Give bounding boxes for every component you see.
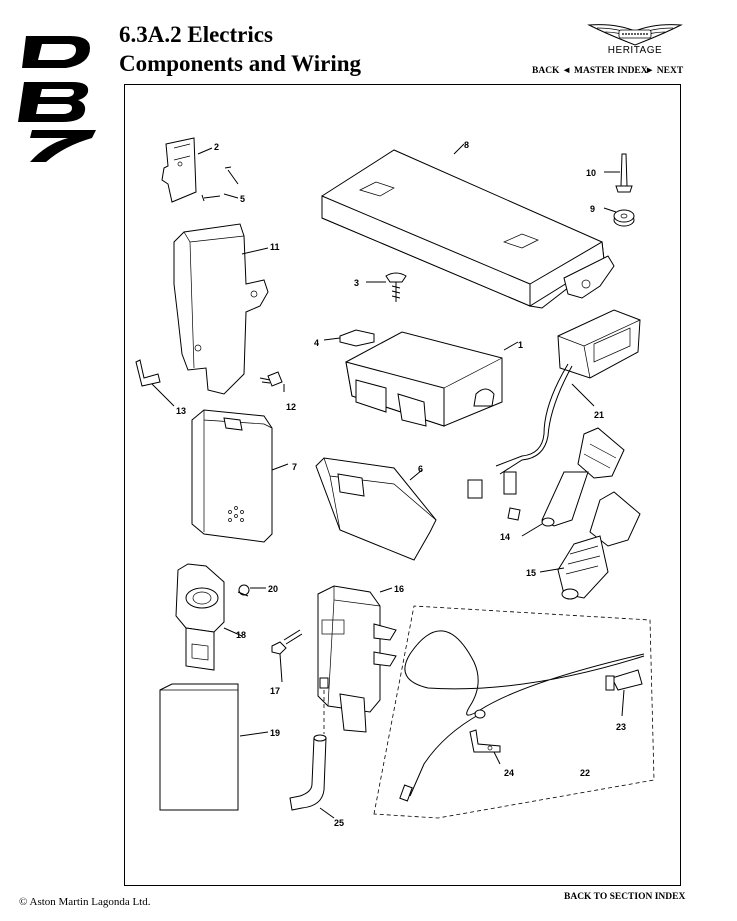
part-8-control-module <box>321 149 615 309</box>
aston-martin-wings-logo <box>587 24 683 46</box>
callout-25: 25 <box>334 818 344 828</box>
callout-17: 17 <box>270 686 280 696</box>
part-20-screw <box>237 584 250 597</box>
db7-logo <box>18 36 96 162</box>
callout-2: 2 <box>214 142 219 152</box>
db7-logo-letters <box>18 36 96 162</box>
part-5-screws <box>201 166 239 202</box>
master-index-link[interactable]: MASTER INDEX <box>574 66 648 76</box>
callout-23: 23 <box>616 722 626 732</box>
callout-6: 6 <box>418 464 423 474</box>
section-title: 6.3A.2 Electrics <box>119 22 273 47</box>
callout-4: 4 <box>314 338 319 348</box>
callout-labels: 1 2 3 4 5 6 7 8 9 10 11 12 13 14 15 16 1… <box>176 140 626 828</box>
part-11-cover <box>173 223 269 395</box>
part-23-fitting <box>605 669 643 691</box>
part-10-pin <box>615 153 633 193</box>
callout-leader-lines <box>151 143 625 819</box>
part-19-packaging-box <box>159 683 239 811</box>
page-title: 6.3A.2 Electrics Components and Wiring <box>119 20 361 78</box>
section-subtitle: Components and Wiring <box>119 51 361 76</box>
callout-3: 3 <box>354 278 359 288</box>
diagram-frame <box>124 84 681 886</box>
callout-22: 22 <box>580 768 590 778</box>
part-6-relay <box>315 457 437 561</box>
callout-19: 19 <box>270 728 280 738</box>
part-4-clip <box>339 329 375 347</box>
brand-name: HERITAGE <box>607 45 663 56</box>
part-9-grommet <box>613 209 635 227</box>
part-3-screw <box>385 272 407 302</box>
components-exploded-diagram: 1 2 3 4 5 6 7 8 9 10 11 12 13 14 15 16 1… <box>135 137 655 828</box>
callout-18: 18 <box>236 630 246 640</box>
callout-5: 5 <box>240 194 245 204</box>
callout-16: 16 <box>394 584 404 594</box>
callout-12: 12 <box>286 402 296 412</box>
callout-8: 8 <box>464 140 469 150</box>
part-24-bracket <box>469 729 501 753</box>
callout-20: 20 <box>268 584 278 594</box>
callout-1: 1 <box>518 340 523 350</box>
part-2-bracket <box>161 137 197 203</box>
part-21-sensor-harness <box>467 309 641 521</box>
part-7-relay-box <box>191 409 273 543</box>
callout-10: 10 <box>586 168 596 178</box>
part-1-module <box>345 331 503 427</box>
part-14-temperature-sensor <box>541 427 625 527</box>
part-15-temperature-sensor <box>557 491 641 600</box>
part-13-clip <box>135 359 161 387</box>
callout-11: 11 <box>270 242 280 252</box>
part-25-hose <box>289 734 327 811</box>
back-link[interactable]: BACK ◄ <box>532 66 572 76</box>
callout-24: 24 <box>504 768 514 778</box>
callout-13: 13 <box>176 406 186 416</box>
back-to-section-index-link[interactable]: BACK TO SECTION INDEX <box>564 892 686 902</box>
part-18-sensor <box>175 563 225 671</box>
part-12-screw <box>259 371 283 387</box>
callout-21: 21 <box>594 410 604 420</box>
next-link[interactable]: ► NEXT <box>645 66 684 76</box>
callout-15: 15 <box>526 568 536 578</box>
copyright-notice: © Aston Martin Lagonda Ltd. <box>19 896 151 908</box>
part-16-control-unit <box>317 585 397 734</box>
part-22-cable-assembly <box>373 605 655 819</box>
part-17-bolt <box>271 629 303 655</box>
callout-7: 7 <box>292 462 297 472</box>
callout-9: 9 <box>590 204 595 214</box>
callout-14: 14 <box>500 532 510 542</box>
